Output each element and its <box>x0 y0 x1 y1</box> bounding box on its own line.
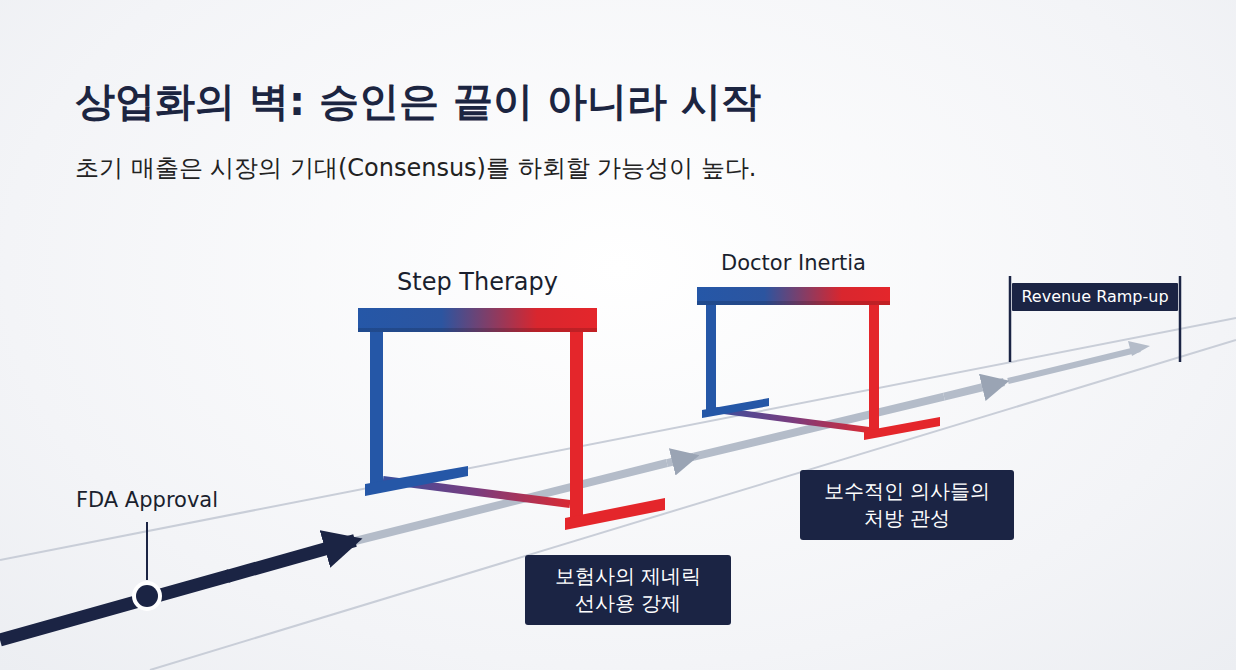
track-band <box>0 576 230 640</box>
hurdle-leg <box>570 332 583 524</box>
track-arrow <box>667 457 694 463</box>
hurdle-leg <box>706 305 716 415</box>
hurdle-foot <box>864 417 940 440</box>
milestone-dot: FDA Approval <box>67 488 227 612</box>
banner-post <box>1009 276 1012 362</box>
hurdle-bar-shade <box>697 301 890 305</box>
track-arrow <box>944 382 1004 397</box>
callout-box: 보수적인 의사들의 처방 관성 <box>800 470 1014 540</box>
track-band <box>694 397 944 457</box>
page-title: 상업화의 벽: 승인은 끝이 아니라 시작 <box>75 74 761 129</box>
hurdle-foot <box>365 466 468 496</box>
track-line <box>150 340 1236 670</box>
hurdle-illustration <box>355 262 667 552</box>
track-band <box>1008 349 1140 381</box>
track-band <box>355 463 667 541</box>
callout-text: 보험사의 제네릭 선사용 강제 <box>535 563 721 617</box>
hurdle-label: Step Therapy <box>355 268 600 296</box>
hurdle-crossbar <box>716 410 869 430</box>
page-caption: 초기 매출은 시장의 기대(Consensus)를 하회할 가능성이 높다. <box>75 152 756 184</box>
hurdle-leg <box>370 332 383 490</box>
finish-banner: Revenue Ramp-up <box>1004 274 1186 384</box>
callout-text: 보수적인 의사들의 처방 관성 <box>810 478 1004 532</box>
hurdle-foot <box>702 398 769 418</box>
hurdle: Step Therapy <box>355 262 667 552</box>
hurdle: Doctor Inertia <box>694 245 944 460</box>
hurdle-foot <box>565 498 665 530</box>
milestone-label: FDA Approval <box>67 488 227 512</box>
callout-box: 보험사의 제네릭 선사용 강제 <box>525 555 731 625</box>
track-line <box>0 318 1236 560</box>
hurdle-bar <box>697 287 890 305</box>
track-arrow <box>227 541 355 577</box>
hurdle-label: Doctor Inertia <box>694 251 893 275</box>
banner-post <box>1179 276 1182 362</box>
leader-line <box>146 522 148 580</box>
hurdle-illustration <box>694 245 944 460</box>
hurdle-leg <box>869 305 879 435</box>
banner-label: Revenue Ramp-up <box>1012 283 1178 311</box>
arrow-head <box>1128 341 1150 356</box>
dot <box>136 585 158 607</box>
dot-ring <box>132 581 162 611</box>
hurdle-bar <box>358 308 597 332</box>
hurdle-bar-shade <box>358 328 597 332</box>
